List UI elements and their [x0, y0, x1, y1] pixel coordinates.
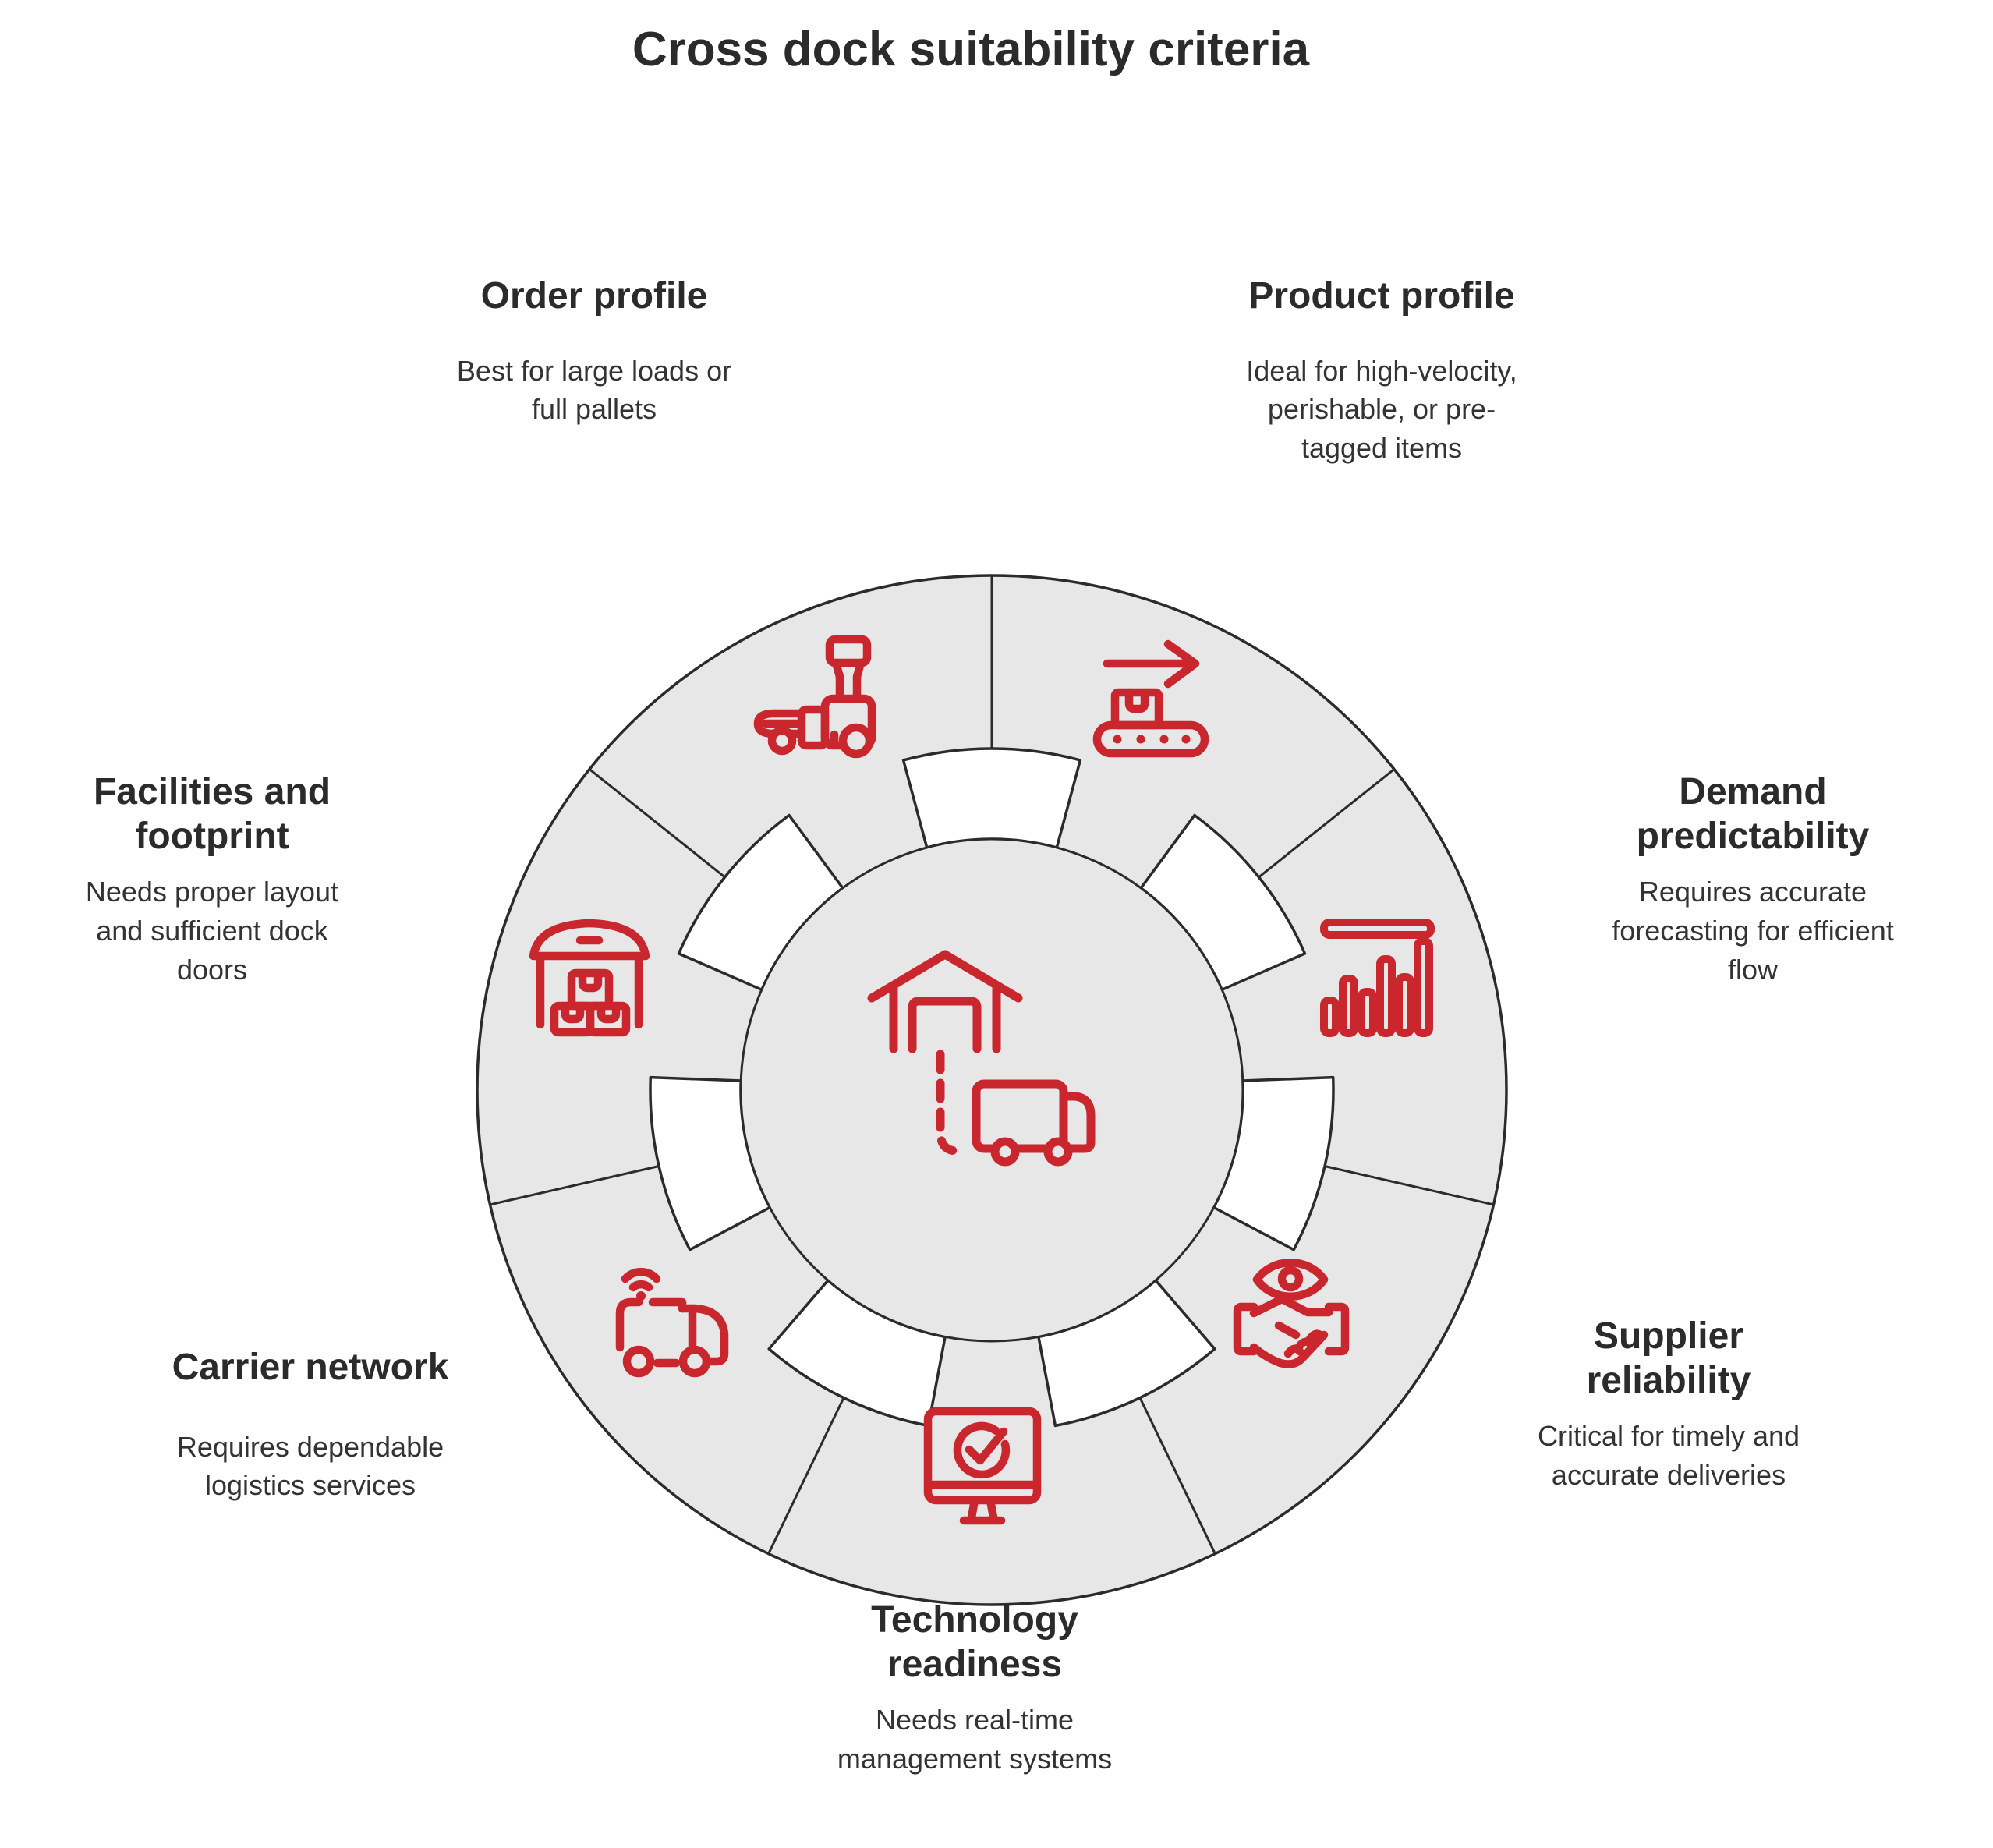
criterion-technology-readiness: Technology readiness Needs real-time man…	[725, 1598, 1224, 1779]
criterion-title: Demand predictability	[1636, 771, 1870, 857]
monitor-check-icon	[923, 1407, 1042, 1525]
cross-dock-warehouse-truck-icon	[867, 950, 1096, 1167]
criterion-description: Needs proper layout and sufficient dock …	[85, 876, 339, 986]
criterion-title: Order profile	[480, 275, 708, 317]
bar-chart-icon	[1320, 919, 1435, 1037]
criterion-description: Best for large loads or full pallets	[456, 354, 732, 426]
segment-divider	[490, 1165, 660, 1206]
criterion-facilities-footprint: Facilities and footprint Needs proper la…	[2, 770, 423, 989]
segment-divider	[767, 1397, 845, 1555]
pallet-jack-icon	[753, 635, 876, 759]
criterion-description: Critical for timely and accurate deliver…	[1537, 1420, 1800, 1491]
handshake-eye-icon	[1233, 1259, 1350, 1368]
segment-notches	[649, 747, 1335, 1428]
criterion-supplier-reliability: Supplier reliability Critical for timely…	[1435, 1315, 1903, 1495]
criterion-product-profile: Product profile Ideal for high-velocity,…	[1132, 274, 1631, 468]
connected-van-icon	[615, 1267, 729, 1378]
segment-divider	[1138, 1397, 1216, 1555]
criterion-description: Requires dependable logistics services	[176, 1430, 444, 1502]
segment-divider	[1258, 768, 1395, 879]
criterion-title: Supplier reliability	[1586, 1315, 1751, 1401]
segment-dividers	[490, 575, 1494, 1555]
conveyor-arrow-icon	[1092, 639, 1209, 758]
criterion-description: Needs real-time management systems	[837, 1704, 1113, 1775]
criterion-description: Ideal for high-velocity, perishable, or …	[1246, 354, 1517, 464]
segment-divider	[1324, 1165, 1494, 1206]
segment-notch	[901, 747, 1082, 849]
criterion-demand-predictability: Demand predictability Requires accurate …	[1519, 770, 1987, 989]
criterion-carrier-network: Carrier network Requires dependable logi…	[61, 1346, 560, 1505]
warehouse-boxes-icon	[529, 919, 650, 1037]
wheel-center-circle	[739, 837, 1244, 1343]
criterion-title: Facilities and footprint	[93, 771, 331, 857]
criterion-title: Carrier network	[172, 1347, 449, 1388]
page-title: Cross dock suitability criteria	[632, 23, 1310, 76]
criterion-description: Requires accurate forecasting for effici…	[1612, 876, 1894, 986]
criterion-order-profile: Order profile Best for large loads or fu…	[345, 274, 844, 429]
criterion-title: Product profile	[1248, 275, 1515, 317]
criterion-title: Technology readiness	[871, 1599, 1078, 1685]
segment-divider	[589, 768, 726, 879]
